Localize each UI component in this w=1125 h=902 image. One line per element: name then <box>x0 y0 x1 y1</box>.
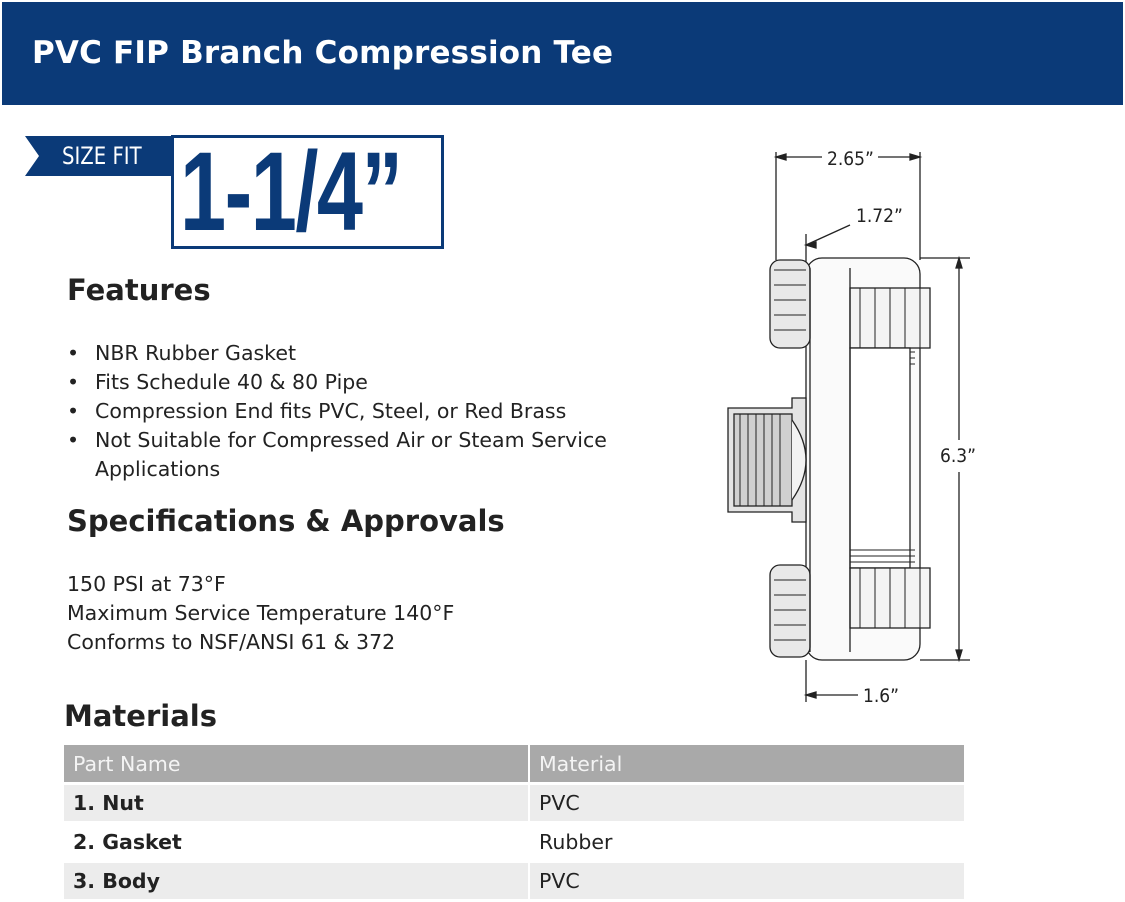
part-name-cell: 3. Body <box>64 863 528 902</box>
bullet-dot: • <box>67 399 80 423</box>
tee-dimension-drawing: 2.65” 1.72” 6.3” 1.6” <box>727 148 976 707</box>
material-cell: Rubber <box>528 824 964 863</box>
table-row: 3. Body PVC <box>64 863 964 902</box>
features-list: •NBR Rubber Gasket •Fits Schedule 40 & 8… <box>67 339 667 484</box>
spec-line: 150 PSI at 73°F <box>67 572 226 596</box>
spec-line: Conforms to NSF/ANSI 61 & 372 <box>67 630 396 654</box>
bullet-dot: • <box>67 428 80 452</box>
feature-item: •Not Suitable for Compressed Air or Stea… <box>67 428 607 481</box>
header-banner: PVC FIP Branch Compression Tee <box>2 2 1123 105</box>
size-value-box: 1-1/4” <box>171 129 444 254</box>
materials-heading: Materials <box>64 699 217 733</box>
feature-item: •Compression End fits PVC, Steel, or Red… <box>67 397 667 426</box>
page-title: PVC FIP Branch Compression Tee <box>32 35 614 71</box>
part-name-cell: 1. Nut <box>64 785 528 824</box>
dimension-height-label: 6.3” <box>940 445 976 467</box>
part-name-cell: 2. Gasket <box>64 824 528 863</box>
size-value: 1-1/4” <box>180 129 403 254</box>
dimension-width-label: 2.65” <box>827 148 874 170</box>
material-cell: PVC <box>528 785 964 824</box>
specs-list: 150 PSI at 73°F Maximum Service Temperat… <box>67 570 454 657</box>
table-row: 1. Nut PVC <box>64 785 964 824</box>
size-fit-ribbon: SIZE FIT <box>25 136 200 176</box>
material-cell: PVC <box>528 863 964 902</box>
feature-item: •NBR Rubber Gasket <box>67 339 667 368</box>
column-header-material: Material <box>528 745 964 785</box>
table-row: 2. Gasket Rubber <box>64 824 964 863</box>
spec-line: Maximum Service Temperature 140°F <box>67 601 455 625</box>
materials-table: Part Name Material 1. Nut PVC 2. Gasket … <box>64 745 964 902</box>
bullet-dot: • <box>67 370 80 394</box>
features-heading: Features <box>67 273 211 307</box>
feature-item: •Fits Schedule 40 & 80 Pipe <box>67 368 667 397</box>
dimension-inner-label: 1.72” <box>856 205 903 227</box>
bullet-dot: • <box>67 341 80 365</box>
dimension-offset-label: 1.6” <box>863 685 899 707</box>
column-header-part-name: Part Name <box>64 745 528 785</box>
size-fit-label: SIZE FIT <box>62 142 142 170</box>
specs-heading: Specifications & Approvals <box>67 504 505 538</box>
table-header-row: Part Name Material <box>64 745 964 785</box>
